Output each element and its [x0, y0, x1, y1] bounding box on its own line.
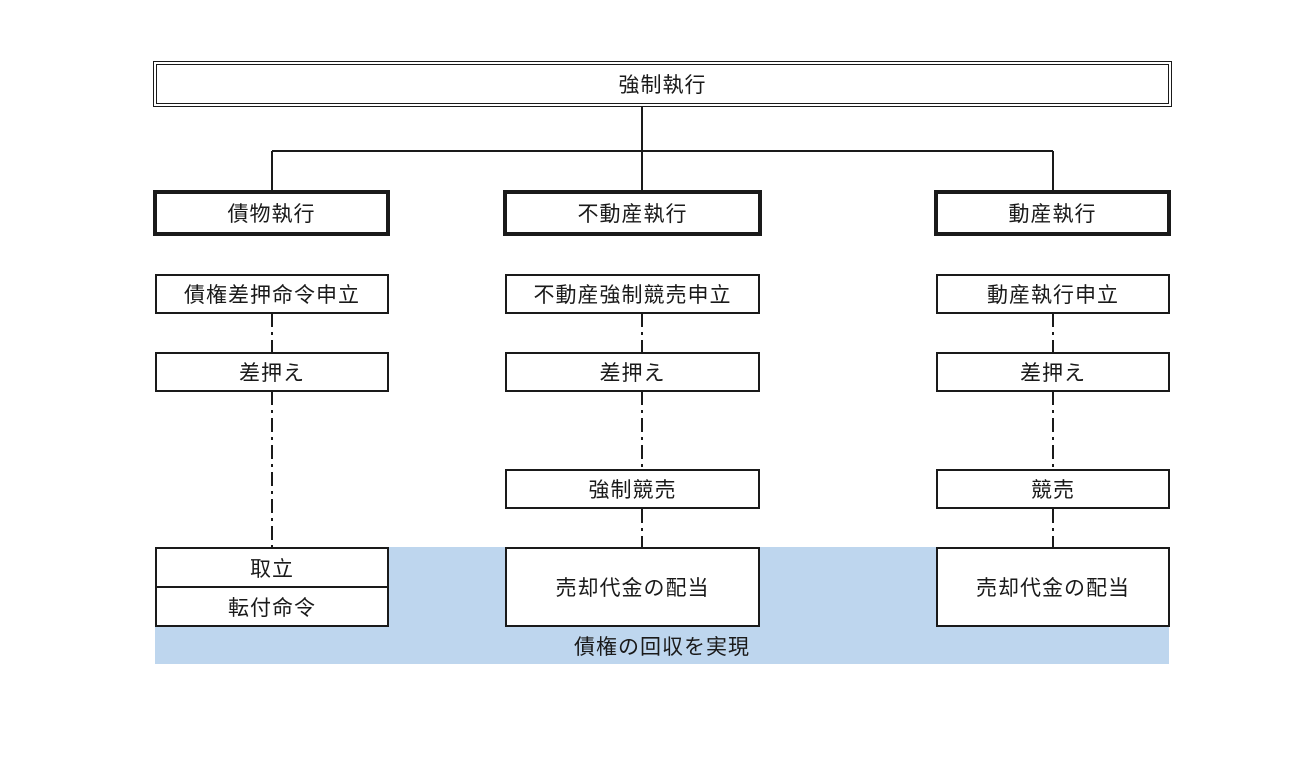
- step-real-estate-auction-petition: 不動産強制競売申立: [505, 274, 760, 314]
- step-seizure-movables: 差押え: [936, 352, 1170, 392]
- category-node-claims: 債物執行: [153, 190, 390, 236]
- step-sale-proceeds-distribution-movables: 売却代金の配当: [936, 547, 1170, 627]
- step-transfer-order: 転付命令: [155, 586, 389, 627]
- root-node: 強制執行: [153, 61, 1172, 107]
- step-seizure-real-estate: 差押え: [505, 352, 760, 392]
- step-sale-proceeds-distribution-real-estate: 売却代金の配当: [505, 547, 760, 627]
- step-auction: 競売: [936, 469, 1170, 509]
- category-node-real-estate: 不動産執行: [503, 190, 762, 236]
- category-node-movables: 動産執行: [934, 190, 1171, 236]
- step-claim-seizure-petition: 債権差押命令申立: [155, 274, 389, 314]
- step-movables-execution-petition: 動産執行申立: [936, 274, 1170, 314]
- outcome-band-label: 債権の回収を実現: [574, 635, 750, 659]
- step-collection: 取立: [155, 547, 389, 588]
- step-seizure-claims: 差押え: [155, 352, 389, 392]
- step-compulsory-auction: 強制競売: [505, 469, 760, 509]
